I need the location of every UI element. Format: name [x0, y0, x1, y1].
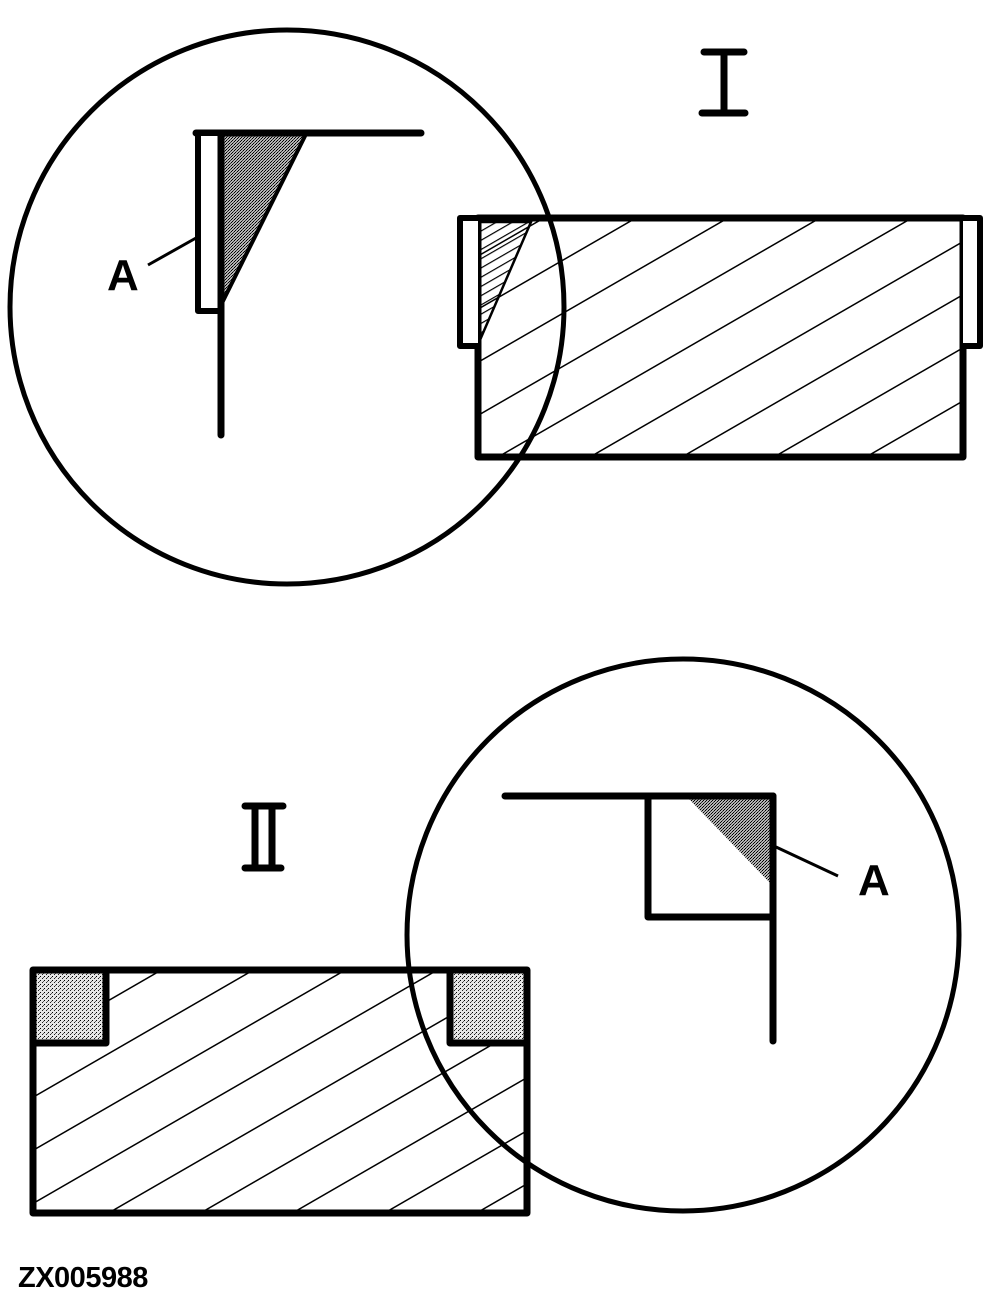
callout-label-a-i: A — [107, 251, 139, 300]
detail-circle-i: A — [7, 27, 567, 587]
body-section-ii — [29, 966, 531, 1217]
view-ii: A — [29, 656, 962, 1217]
callout-label-a-ii: A — [858, 856, 890, 905]
roman-numeral-ii — [241, 802, 287, 872]
view-i: A — [7, 27, 983, 587]
detail-circle-ii: A — [404, 656, 962, 1214]
roman-numeral-i — [698, 48, 749, 117]
seal-right — [450, 973, 524, 1043]
figure-code: ZX005988 — [18, 1262, 148, 1294]
leader-line-a-ii — [775, 845, 839, 878]
seal-left — [36, 973, 106, 1043]
chamfer-region-a — [688, 798, 771, 884]
leader-line-a-i — [147, 236, 197, 267]
